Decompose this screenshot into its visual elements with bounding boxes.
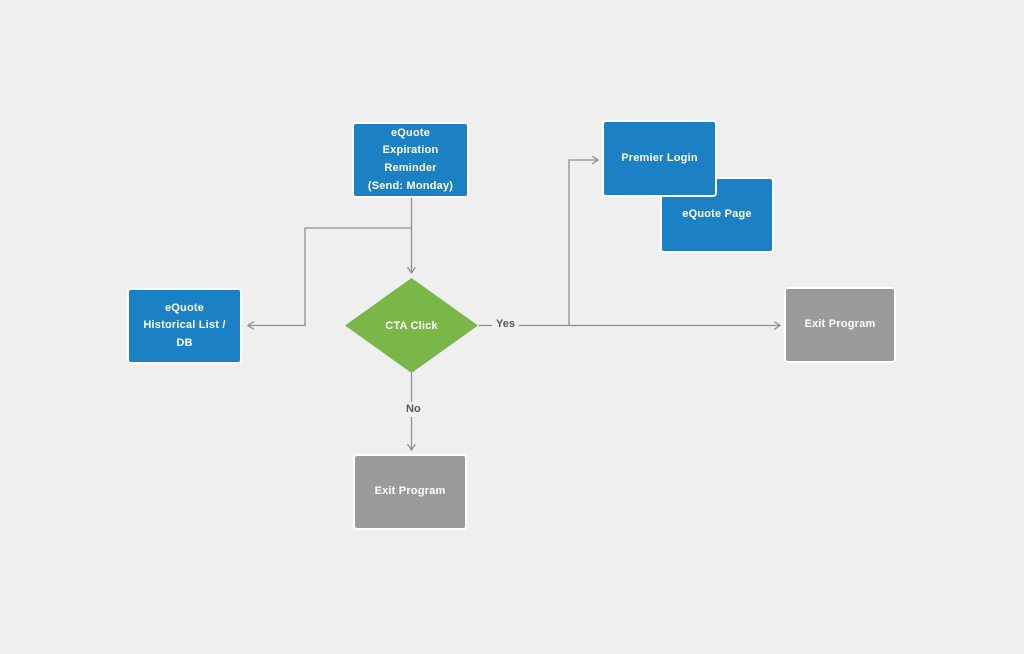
node-equote-historical-list: eQuote Historical List / DB (127, 288, 242, 364)
decision-cta-click-label: CTA Click (385, 319, 438, 332)
decision-cta-click: CTA Click (345, 278, 478, 373)
edge-label-no: No (402, 402, 425, 418)
node-exit-program-bottom-label: Exit Program (374, 485, 446, 498)
node-exit-program-bottom: Exit Program (353, 454, 467, 530)
node-equote-historical-list-label: eQuote Historical List / DB (143, 301, 226, 349)
node-exit-program-right-label: Exit Program (804, 318, 876, 331)
node-premier-login: Premier Login (602, 120, 717, 197)
edge-label-yes: Yes (492, 317, 519, 333)
node-premier-login-label: Premier Login (621, 151, 698, 164)
node-exit-program-right: Exit Program (784, 287, 896, 363)
node-equote-expiration-reminder-label: eQuote Expiration Reminder (Send: Monday… (367, 126, 454, 192)
connector-yes-branch-to-premier-login (568, 160, 598, 326)
node-equote-expiration-reminder: eQuote Expiration Reminder (Send: Monday… (352, 122, 469, 198)
node-equote-page-label: eQuote Page (682, 208, 752, 221)
